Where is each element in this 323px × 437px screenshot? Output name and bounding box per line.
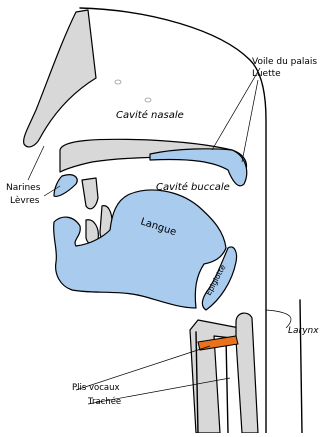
label-voile-du-palais: Voile du palais: [252, 57, 317, 67]
trachea-line-back: [226, 338, 228, 433]
label-plis-vocaux: Plis vocaux: [72, 383, 120, 393]
upper-teeth: [82, 178, 98, 209]
label-cavite-buccale: Cavité buccale: [156, 181, 230, 193]
label-cavite-nasale: Cavité nasale: [116, 109, 184, 121]
pointer-voile: [212, 68, 260, 150]
label-narines: Narines: [6, 183, 41, 193]
label-levres: Lèvres: [10, 195, 40, 206]
neck-back-outline: [300, 300, 302, 433]
pointer-luette: [242, 80, 258, 162]
label-larynx: Larynx: [288, 326, 319, 336]
larynx-cartilage: [236, 313, 258, 433]
upper-lip: [54, 175, 77, 197]
soft-palate: [150, 149, 247, 186]
label-luette: Luette: [252, 69, 281, 79]
nasal-mark-2: [145, 98, 151, 102]
nasal-mark-1: [115, 80, 121, 84]
pointer-narines: [28, 146, 44, 180]
nasal-bone: [24, 10, 96, 147]
label-trachee: Trachée: [87, 396, 121, 407]
tongue: [54, 190, 226, 308]
